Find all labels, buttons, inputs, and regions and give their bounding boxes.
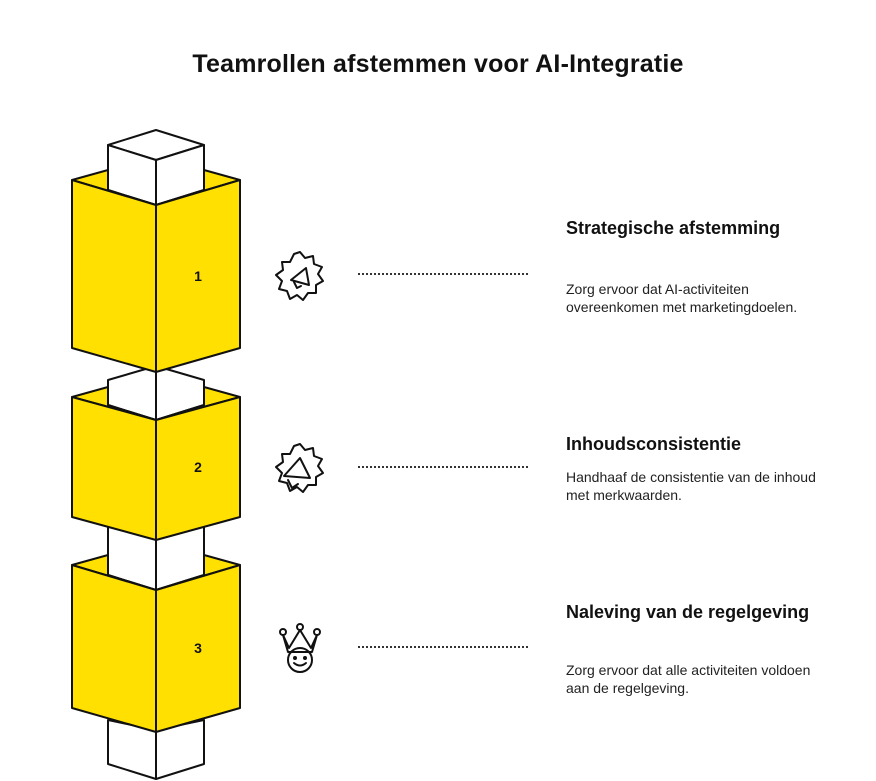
crown-face-icon [272,620,328,676]
step-title-1: Strategische afstemming [566,218,781,238]
connector-dots-3 [358,646,528,648]
step-title-3: Naleving van de regelgeving [566,602,810,622]
step-description-2: Handhaaf de consistentie van de inhoud m… [566,469,816,503]
step-number-1: 1 [194,268,202,284]
block-3 [71,554,241,733]
step-description-3: Zorg ervoor dat alle activiteiten voldoe… [566,662,811,696]
step-description-1: Zorg ervoor dat AI-activiteiten overeenk… [566,281,798,315]
megaphone-badge-icon [272,440,328,496]
block-1 [71,169,241,373]
step-title-2: Inhoudsconsistentie [566,434,742,454]
page-title: Teamrollen afstemmen voor AI-Integratie [192,50,684,78]
connector-cube-top [107,129,205,206]
megaphone-badge-icon [272,248,328,304]
connector-dots-2 [358,466,528,468]
step-number-3: 3 [194,640,202,656]
step-number-2: 2 [194,459,202,475]
block-2 [71,386,241,541]
connector-dots-1 [358,273,528,275]
